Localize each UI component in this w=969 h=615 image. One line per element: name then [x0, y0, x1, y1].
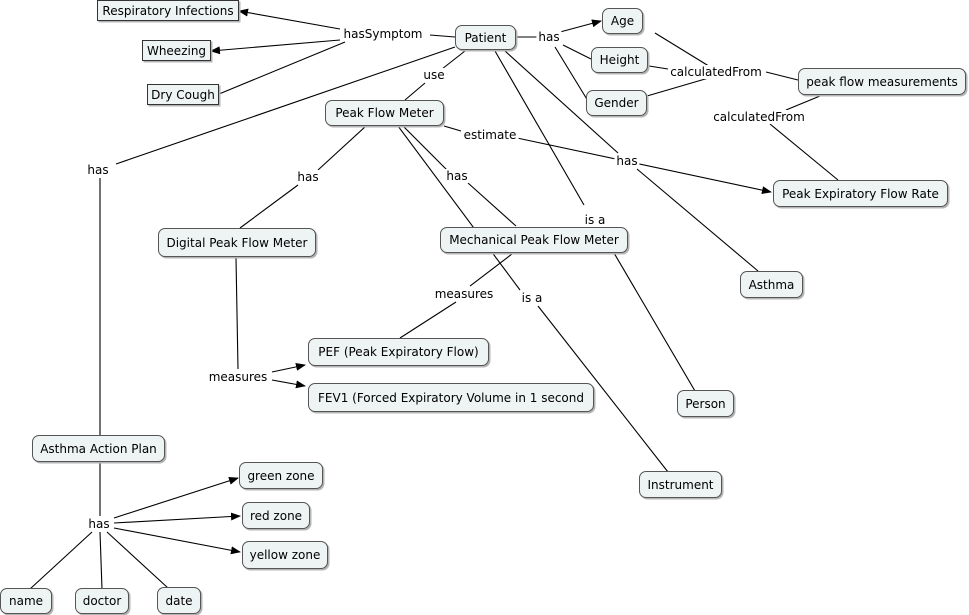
edge-hassymptom-drycough [218, 41, 346, 95]
link-label-patient-has-asthma: has [614, 154, 640, 168]
edge-patient-has2 [504, 50, 619, 154]
concept-green-zone[interactable]: green zone [239, 462, 323, 489]
concept-red-zone[interactable]: red zone [242, 502, 310, 529]
edge-has2-asthma [636, 168, 759, 272]
edge-hassymptom-wheezing [210, 39, 341, 55]
concept-instrument[interactable]: Instrument [639, 471, 722, 498]
edge-has-name [29, 531, 93, 590]
concept-gender[interactable]: Gender [586, 90, 647, 116]
edge-has-digital [239, 184, 299, 229]
edge-height-calc [648, 65, 669, 70]
edge-gender-calc [646, 76, 713, 97]
link-label-hassymptom: hasSymptom [341, 27, 425, 41]
edge-isa-instrument [537, 305, 669, 473]
edge-estimate-pefr [516, 137, 772, 195]
concept-age[interactable]: Age [602, 8, 643, 34]
concept-dry-cough[interactable]: Dry Cough [147, 84, 219, 105]
concept-respiratory-infections[interactable]: Respiratory Infections [97, 0, 239, 21]
edge-has-date [106, 531, 169, 589]
edge-meter-has-b [402, 125, 448, 171]
concept-asthma-action-plan[interactable]: Asthma Action Plan [32, 435, 165, 462]
link-label-meter-has-digital: has [295, 170, 321, 184]
edge-meter-has-a [317, 125, 367, 171]
link-label-estimate: estimate [461, 128, 519, 142]
link-label-patient-is-a: is a [582, 213, 608, 227]
edge-measures-pef2 [271, 362, 306, 373]
edge-has-gender [554, 46, 589, 102]
concept-peak-expiratory-flow-rate[interactable]: Peak Expiratory Flow Rate [773, 180, 948, 207]
concept-doctor[interactable]: doctor [75, 588, 129, 614]
link-label-calculatedfrom-2: calculatedFrom [711, 110, 807, 124]
edge-has-height [562, 44, 592, 60]
concept-person[interactable]: Person [677, 390, 734, 417]
edge-patient-has3 [115, 46, 456, 165]
edge-has-doctor [99, 531, 103, 590]
edge-patient-hassymptom [429, 34, 456, 38]
edge-hassymptom-respiratory [238, 8, 341, 30]
edge-age-calc [654, 32, 713, 69]
edge-meter-estimate [443, 125, 462, 132]
edge-pfm-calc2 [785, 95, 821, 111]
edge-patient-use [441, 50, 466, 70]
edge-isa-person [613, 252, 696, 392]
edge-measures-fev1 [271, 379, 306, 389]
concept-fev1[interactable]: FEV1 (Forced Expiratory Volume in 1 seco… [308, 383, 594, 412]
edge-meter-isa [397, 125, 521, 291]
concept-height[interactable]: Height [591, 47, 648, 73]
concept-peak-flow-measurements[interactable]: peak flow measurements [798, 68, 966, 95]
link-label-digital-measures: measures [206, 370, 270, 384]
edge-has-red [113, 512, 241, 524]
concept-asthma[interactable]: Asthma [740, 271, 803, 298]
edge-has-mechanical [467, 182, 517, 227]
link-label-use: use [421, 68, 447, 82]
concept-digital-peak-flow-meter[interactable]: Digital Peak Flow Meter [158, 228, 316, 257]
link-label-mechanical-measures: measures [432, 287, 496, 301]
concept-wheezing[interactable]: Wheezing [142, 40, 211, 61]
edge-calc-pfm [765, 71, 799, 81]
concept-date[interactable]: date [157, 587, 201, 614]
concept-name[interactable]: name [0, 588, 52, 614]
edge-calc2-pefr [769, 123, 839, 181]
concept-peak-flow-meter[interactable]: Peak Flow Meter [325, 100, 444, 126]
concept-yellow-zone[interactable]: yellow zone [242, 541, 328, 569]
edge-has-age [559, 19, 602, 33]
concept-pef[interactable]: PEF (Peak Expiratory Flow) [308, 338, 489, 366]
edge-use-meter [404, 82, 426, 101]
concept-patient[interactable]: Patient [455, 25, 516, 50]
edge-patient-isa [494, 50, 585, 206]
link-label-calculatedfrom-1: calculatedFrom [668, 65, 764, 79]
link-label-patient-has: has [536, 30, 562, 44]
edge-digital-measures [235, 257, 239, 370]
link-label-patient-has-plan: has [85, 163, 111, 177]
link-label-meter-is-a: is a [519, 291, 545, 305]
edge-has-green [113, 476, 239, 519]
edge-mechanical-measures [469, 253, 513, 287]
edge-has-yellow [113, 527, 241, 555]
link-label-plan-has: has [86, 517, 112, 531]
concept-mechanical-peak-flow-meter[interactable]: Mechanical Peak Flow Meter [440, 227, 628, 253]
link-label-meter-has-mechanical: has [444, 169, 470, 183]
edge-measures-pef [399, 301, 457, 339]
